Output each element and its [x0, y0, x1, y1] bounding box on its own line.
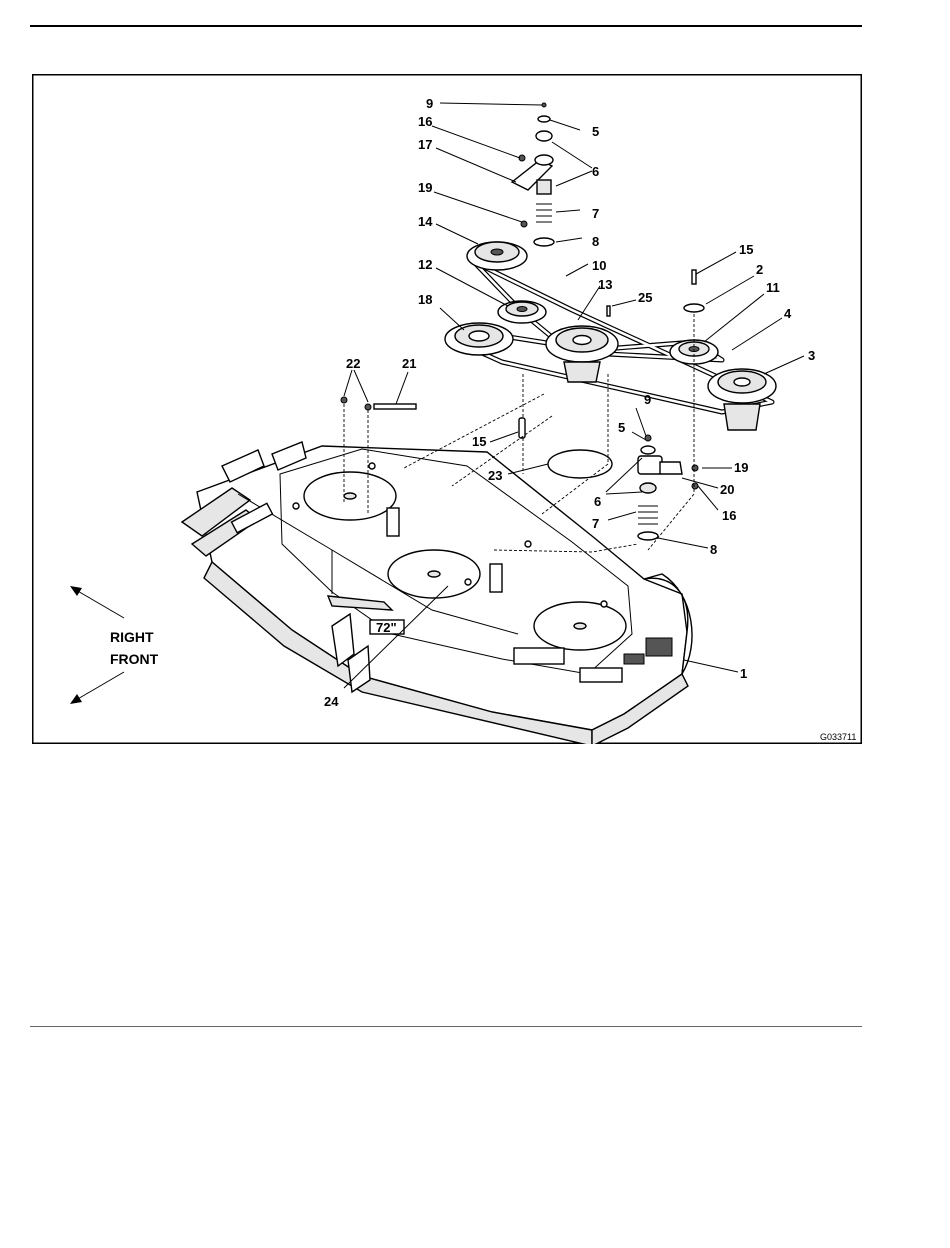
- callout-12: 12: [418, 257, 432, 272]
- callout-8: 8: [592, 234, 599, 249]
- callout-7-lower: 7: [592, 516, 599, 531]
- callout-16-lower: 16: [722, 508, 736, 523]
- callout-20: 20: [720, 482, 734, 497]
- callout-9-lower: 9: [644, 392, 651, 407]
- callout-21: 21: [402, 356, 416, 371]
- callout-4: 4: [784, 306, 792, 321]
- callout-5-lower: 5: [618, 420, 625, 435]
- header-rule: [30, 25, 862, 27]
- callout-10: 10: [592, 258, 606, 273]
- right-label: RIGHT: [110, 629, 154, 645]
- deck-badge: 72": [376, 620, 397, 635]
- callout-19-lower: 19: [734, 460, 748, 475]
- callout-19: 19: [418, 180, 432, 195]
- callout-7: 7: [592, 206, 599, 221]
- callout-5: 5: [592, 124, 599, 139]
- callout-1: 1: [740, 666, 747, 681]
- callout-11: 11: [766, 280, 780, 295]
- footer-rule: [30, 1026, 862, 1027]
- callout-9: 9: [426, 96, 433, 111]
- callout-16: 16: [418, 114, 432, 129]
- front-label: FRONT: [110, 651, 159, 667]
- callout-2: 2: [756, 262, 763, 277]
- parts-diagram: 72": [32, 74, 862, 744]
- callout-17: 17: [418, 137, 432, 152]
- figure-id: G033711: [820, 732, 856, 742]
- callout-23: 23: [488, 468, 502, 483]
- callout-6: 6: [592, 164, 599, 179]
- callout-24: 24: [324, 694, 339, 709]
- callout-3: 3: [808, 348, 815, 363]
- callout-22: 22: [346, 356, 360, 371]
- callout-25: 25: [638, 290, 652, 305]
- callout-8-lower: 8: [710, 542, 717, 557]
- callout-13: 13: [598, 277, 612, 292]
- callout-15-lower: 15: [472, 434, 486, 449]
- callout-18: 18: [418, 292, 432, 307]
- callout-15: 15: [739, 242, 753, 257]
- callout-14: 14: [418, 214, 433, 229]
- callout-6-lower: 6: [594, 494, 601, 509]
